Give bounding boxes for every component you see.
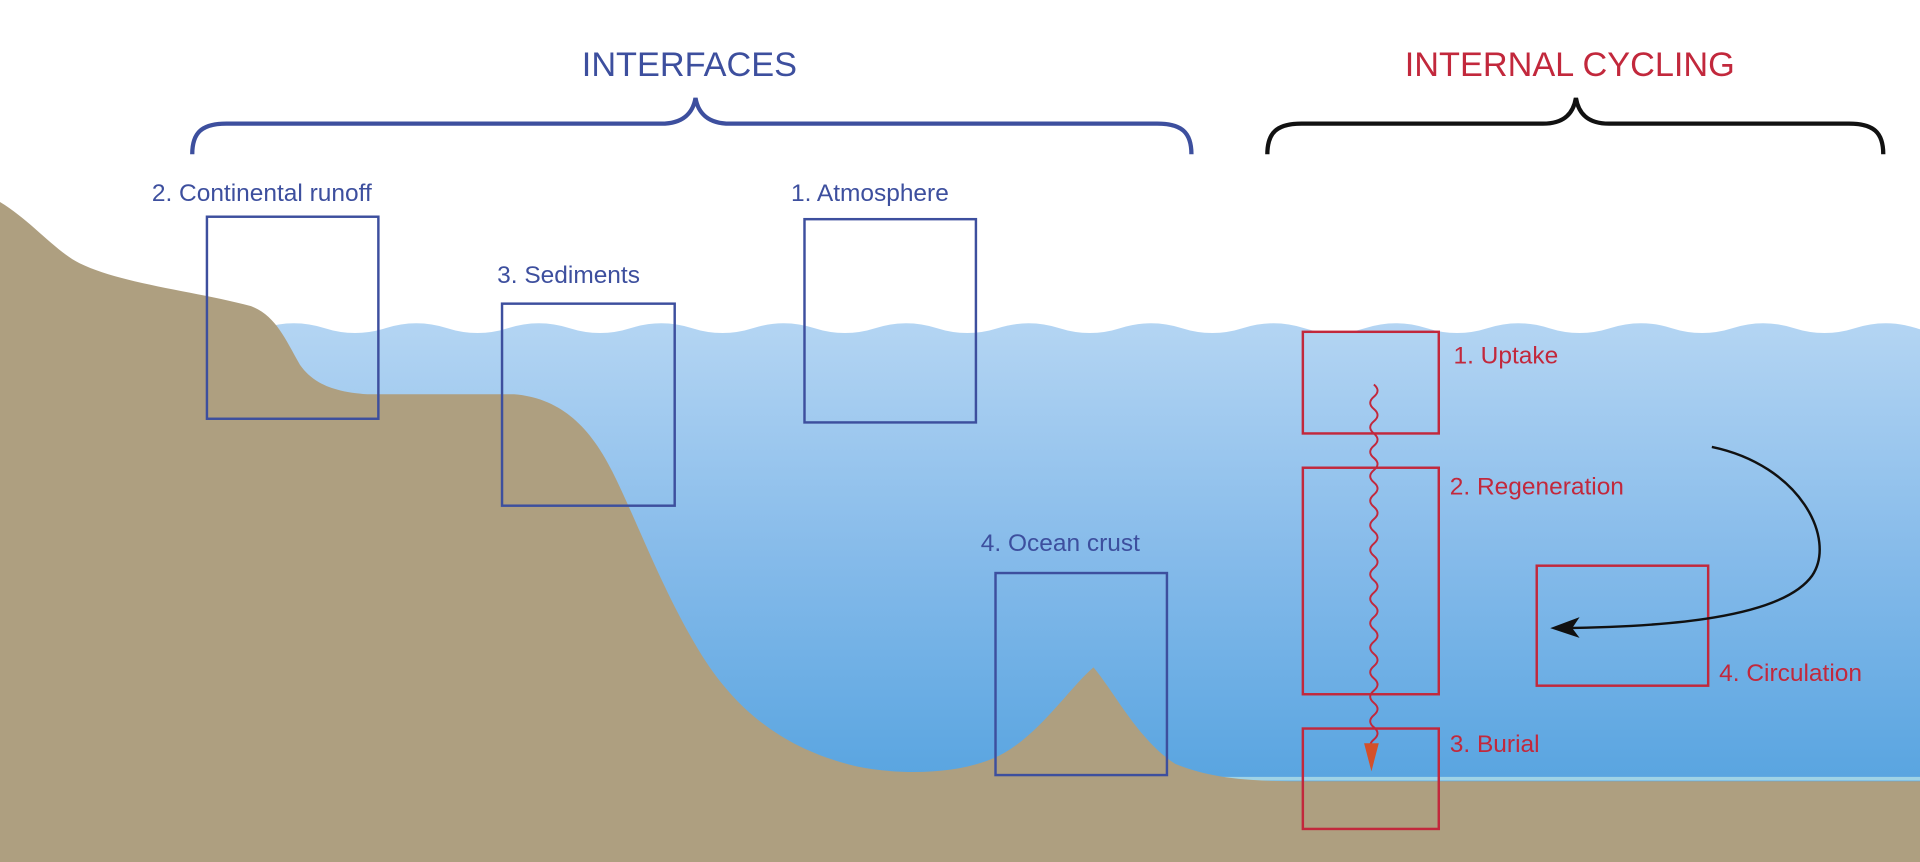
regeneration-label: 2. Regeneration [1450,474,1624,501]
sediments-label: 3. Sediments [497,262,640,289]
interfaces-heading: INTERFACES [582,46,797,84]
uptake-box [1301,330,1440,435]
circulation-arrow [1561,445,1821,630]
uptake-label: 1. Uptake [1453,343,1558,370]
atmosphere-box [803,217,978,424]
interfaces-brace [190,97,1194,155]
ocean-crust-label: 4. Ocean crust [981,530,1140,557]
atmosphere-label: 1. Atmosphere [791,180,949,207]
continental-runoff-label: 2. Continental runoff [152,180,372,207]
sediments-box [500,302,676,507]
internal-cycling-heading: INTERNAL CYCLING [1405,46,1735,84]
land-profile [0,202,1920,862]
circulation-arrowhead-icon [1550,617,1580,638]
burial-label: 3. Burial [1450,731,1540,758]
ocean-crust-box [994,571,1169,777]
internal-cycling-brace [1265,97,1886,155]
circulation-label: 4. Circulation [1719,660,1862,687]
continental-runoff-box [205,215,380,420]
sinking-arrowhead-icon [1364,743,1379,772]
burial-box [1301,727,1440,831]
circulation-box [1535,564,1710,687]
sinking-particle-arrow [1369,383,1379,753]
